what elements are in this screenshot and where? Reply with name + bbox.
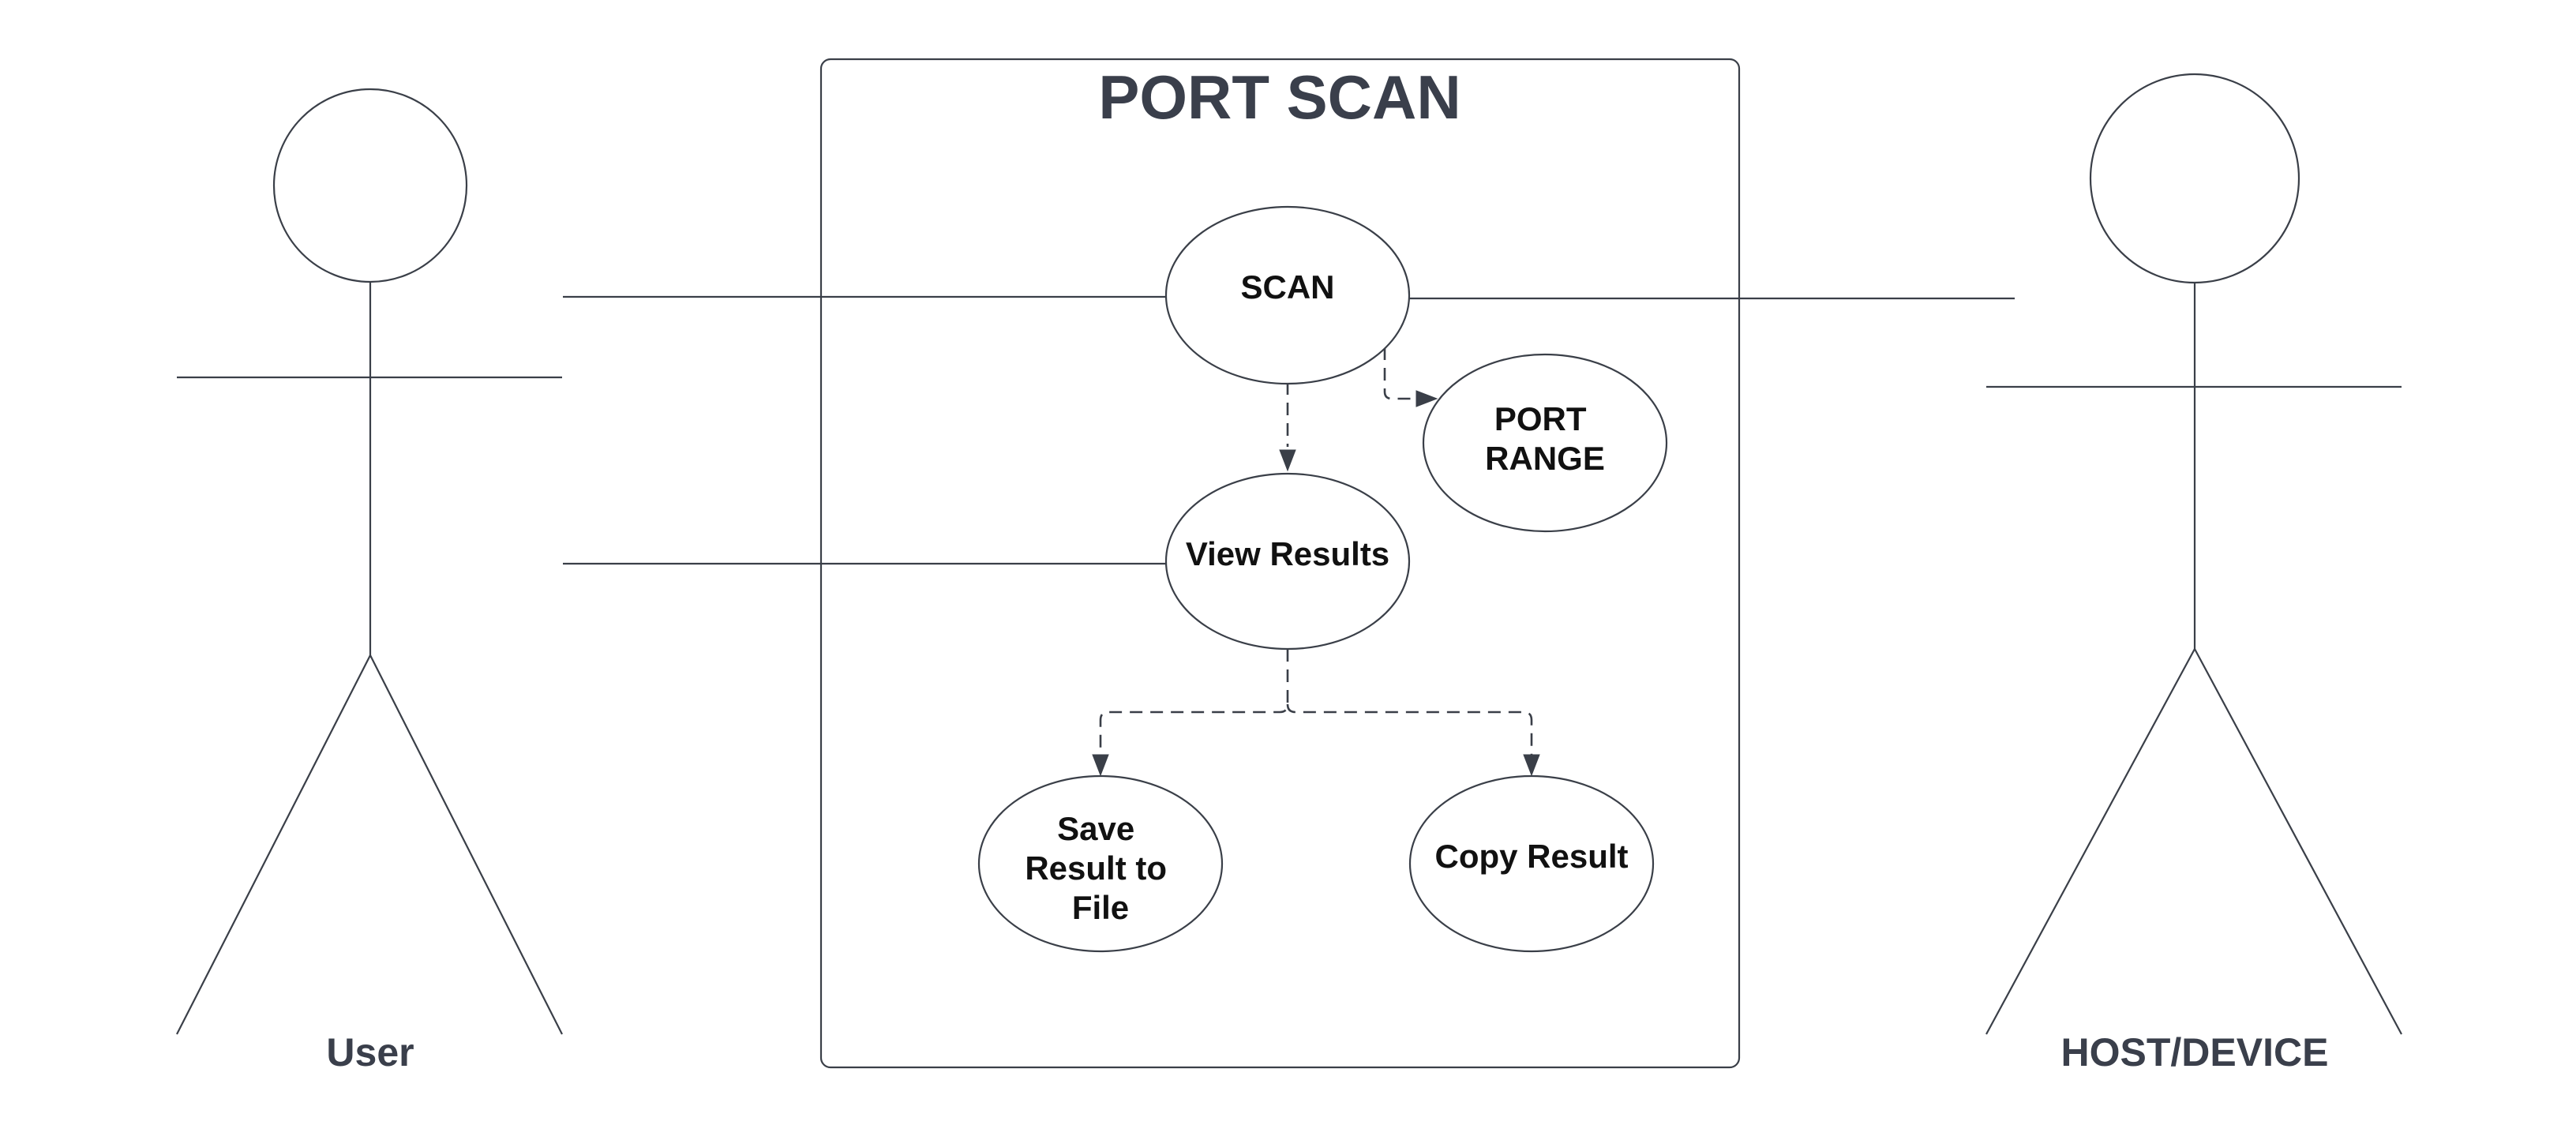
use-case-view-results: View Results (1164, 472, 1411, 651)
use-case-copy-result-line-1: Copy Result (1434, 838, 1628, 875)
use-case-save-result: Save Result to File (977, 774, 1224, 953)
system-title: PORT SCAN (1098, 62, 1460, 132)
use-case-save-result-label: Save Result to File (1025, 810, 1176, 926)
arrowhead-copy-result (1523, 754, 1540, 777)
use-case-save-result-line-1: Save (1057, 810, 1134, 847)
actor-host-head (2089, 73, 2300, 284)
use-case-scan-label: SCAN (1240, 268, 1334, 306)
use-case-copy-result: Copy Result (1408, 774, 1655, 953)
dep-view-results-branch (1099, 649, 1533, 755)
use-case-view-results-label: View Results (1186, 535, 1389, 572)
use-case-save-result-line-2: Result to (1025, 849, 1167, 887)
use-case-scan: SCAN (1164, 205, 1411, 385)
actor-user-left-leg (176, 654, 371, 1035)
use-case-port-range-line-2: RANGE (1485, 440, 1605, 477)
use-case-copy-result-label: Copy Result (1434, 838, 1628, 875)
use-case-view-results-line-1: View Results (1186, 535, 1389, 572)
actor-host-label: HOST/DEVICE (2061, 1030, 2329, 1074)
use-case-port-range: PORT RANGE (1422, 353, 1668, 533)
use-case-scan-line-1: SCAN (1240, 268, 1334, 306)
actor-user-head (272, 88, 468, 283)
actor-host-right-leg (2194, 648, 2402, 1035)
use-case-save-result-line-3: File (1072, 889, 1129, 926)
actor-user: User (176, 88, 563, 1074)
use-case-port-range-label: PORT RANGE (1485, 400, 1605, 477)
actor-host-device: HOST/DEVICE (1985, 73, 2402, 1074)
actor-host-left-leg (1985, 648, 2195, 1035)
arrowhead-save-result (1092, 754, 1109, 777)
actor-user-right-leg (369, 654, 563, 1035)
actor-user-label: User (326, 1030, 414, 1074)
arrowhead-port-range (1415, 390, 1438, 407)
arrowhead-view-results (1279, 449, 1296, 472)
dep-scan-port-range (1383, 347, 1418, 400)
use-case-port-range-line-1: PORT (1494, 400, 1587, 437)
